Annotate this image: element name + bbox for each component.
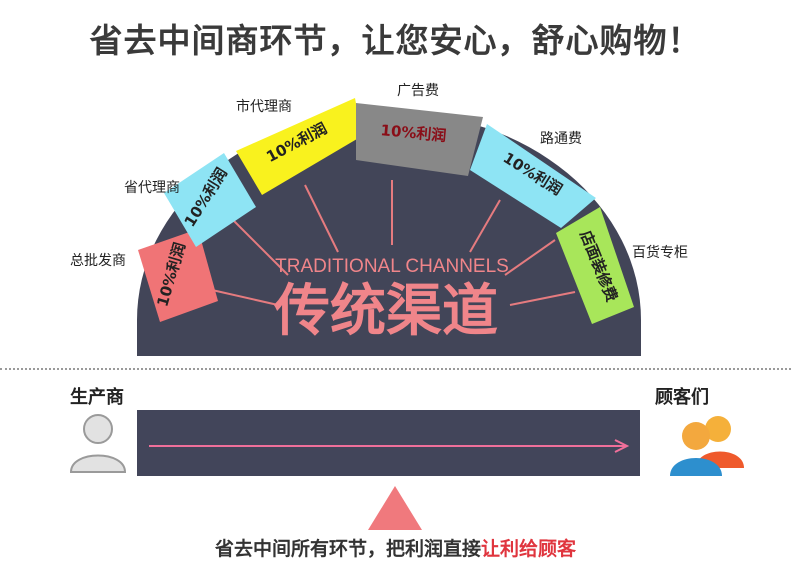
footer-message: 省去中间所有环节，把利润直接让利给顾客 <box>0 534 791 561</box>
segment-box <box>556 207 634 324</box>
page-title: 省去中间商环节，让您安心，舒心购物！ <box>89 21 702 60</box>
segment-box <box>236 98 362 195</box>
segment-2-label: 省代理商 <box>124 180 180 196</box>
dome-english-caption: TRADITIONAL CHANNELS <box>275 256 509 277</box>
segment-text: 10%利润 <box>380 121 447 145</box>
segment-box <box>356 103 483 176</box>
ray-line <box>304 184 339 253</box>
segment-4-label: 广告费 <box>397 83 439 99</box>
segment-box <box>470 124 596 228</box>
segment-5-label: 路通费 <box>540 131 582 147</box>
traditional-channels-diagram: 10%利润 10%利润 10%利润 10%利润 10%利润 店面装修费 TRAD… <box>70 83 688 356</box>
ray-line <box>509 291 576 306</box>
segment-1-label: 总批发商 <box>70 253 126 269</box>
segment-4: 10%利润 <box>356 103 483 176</box>
ray-line <box>227 214 289 276</box>
segment-6-label: 百货专柜 <box>632 245 688 261</box>
footer-text: 省去中间所有环节，把利润直接 <box>214 538 481 560</box>
dome-chinese-caption: 传统渠道 <box>273 279 498 344</box>
flow-arrow-icon <box>149 439 630 453</box>
segment-1: 10%利润 <box>138 229 218 322</box>
segment-3-label: 市代理商 <box>236 99 292 115</box>
ray-line <box>211 289 279 306</box>
ray-line <box>504 239 556 276</box>
pointer-triangle-icon <box>368 486 422 530</box>
producer-person-icon <box>69 414 127 473</box>
segment-box <box>138 229 218 322</box>
dome-rays <box>211 180 576 306</box>
producer-label: 生产商 <box>70 387 124 408</box>
customers-group-icon <box>670 416 744 476</box>
footer-highlight: 让利给顾客 <box>481 538 577 560</box>
dome-svg: 10%利润 10%利润 10%利润 10%利润 10%利润 店面装修费 TRAD… <box>137 98 641 356</box>
segment-box <box>164 153 256 247</box>
channel-flow-bar <box>137 410 640 476</box>
dotted-divider <box>0 368 791 370</box>
customers-label: 顾客们 <box>655 387 709 408</box>
ray-line <box>469 199 501 253</box>
